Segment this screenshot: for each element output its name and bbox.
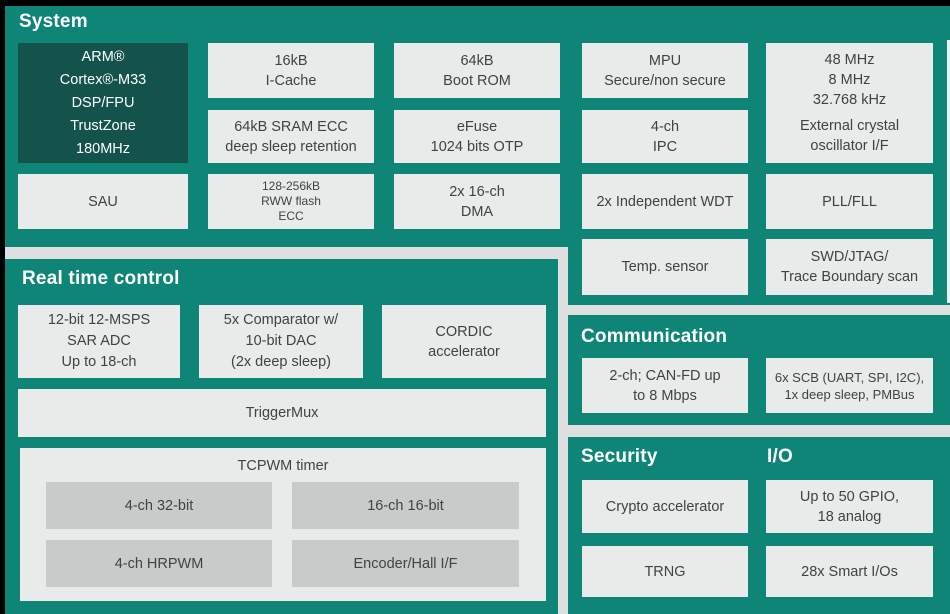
label-line: TriggerMux <box>245 405 319 421</box>
block-boot-rom: 64kB Boot ROM <box>394 43 560 98</box>
block-crypto-accelerator: Crypto accelerator <box>582 480 748 533</box>
tcpwm-title: TCPWM timer <box>237 458 329 474</box>
label-line: 180MHz <box>76 140 130 157</box>
label-line: 6x SCB (UART, SPI, I2C), <box>774 369 925 385</box>
label-line: External crystal <box>799 118 900 134</box>
label-line: 8 MHz <box>828 72 871 88</box>
label-line: TRNG <box>644 563 686 580</box>
label-line: ARM® <box>81 48 125 65</box>
label-line: 48 MHz <box>824 52 875 68</box>
block-ipc: 4-ch IPC <box>582 110 748 163</box>
label-line: Secure/non secure <box>604 72 726 89</box>
block-tcpwm-hrpwm: 4-ch HRPWM <box>46 540 272 587</box>
label-line: 4-ch HRPWM <box>114 555 204 572</box>
label-line: 64kB <box>460 52 494 69</box>
label-line: DMA <box>460 203 494 220</box>
block-sram: 64kB SRAM ECC deep sleep retention <box>208 110 374 163</box>
block-dma: 2x 16-ch DMA <box>394 174 560 229</box>
label-line: oscillator I/F <box>810 138 889 154</box>
section-title-system: System <box>19 11 88 32</box>
frame-top <box>0 0 950 6</box>
block-tcpwm-4ch-32bit: 4-ch 32-bit <box>46 482 272 529</box>
label-line: 1024 bits OTP <box>430 138 524 155</box>
frame-left <box>0 0 5 614</box>
block-cordic: CORDIC accelerator <box>382 305 546 378</box>
label-line: 32.768 kHz <box>812 92 887 108</box>
label-line: 64kB SRAM ECC <box>234 118 348 135</box>
block-mpu: MPU Secure/non secure <box>582 43 748 98</box>
block-pll-fll: PLL/FLL <box>766 174 933 229</box>
label-line: Trace Boundary scan <box>780 269 919 285</box>
label-line: 16-ch 16-bit <box>367 497 444 514</box>
label-line: I-Cache <box>265 72 317 89</box>
block-can-fd: 2-ch; CAN-FD up to 8 Mbps <box>582 358 748 413</box>
label-line: (2x deep sleep) <box>231 354 331 370</box>
block-arm-cortex-m33: ARM® Cortex®-M33 DSP/FPU TrustZone 180MH… <box>18 43 188 163</box>
label-line: 4-ch 32-bit <box>124 497 194 514</box>
label-line: 4-ch <box>650 118 680 135</box>
label-line: accelerator <box>428 343 500 360</box>
label-line: eFuse <box>456 118 498 135</box>
label-line: ECC <box>278 209 304 223</box>
label-line: IPC <box>652 138 678 155</box>
label-line: 2-ch; CAN-FD up <box>609 367 721 384</box>
block-watchdog: 2x Independent WDT <box>582 174 748 229</box>
label-line: Cortex®-M33 <box>59 71 147 88</box>
block-rww-flash: 128-256kB RWW flash ECC <box>208 174 374 229</box>
block-temp-sensor: Temp. sensor <box>582 239 748 295</box>
label-line: Up to 50 GPIO, <box>799 488 900 505</box>
section-title-communication: Communication <box>581 326 728 347</box>
label-line: Up to 18-ch <box>61 354 137 370</box>
label-line: TrustZone <box>70 117 136 134</box>
label-line: SAU <box>88 193 118 210</box>
block-sau: SAU <box>18 174 188 229</box>
label-line: SAR ADC <box>67 333 131 349</box>
clock-label: External crystal oscillator I/F <box>800 116 899 156</box>
label-line: deep sleep retention <box>225 138 357 155</box>
container-tcpwm-timer: TCPWM timer 4-ch 32-bit 16-ch 16-bit 4-c… <box>20 448 546 601</box>
block-sar-adc: 12-bit 12-MSPS SAR ADC Up to 18-ch <box>18 305 180 378</box>
label-line: MPU <box>648 52 682 69</box>
block-tcpwm-encoder-hall: Encoder/Hall I/F <box>292 540 519 587</box>
label-line: 10-bit DAC <box>245 333 317 349</box>
label-line: 5x Comparator w/ <box>223 312 339 328</box>
block-i-cache: 16kB I-Cache <box>208 43 374 98</box>
label-line: 12-bit 12-MSPS <box>47 312 151 328</box>
label-line: to 8 Mbps <box>633 387 697 404</box>
label-line: Crypto accelerator <box>605 498 725 515</box>
page-edge-highlight <box>947 40 950 303</box>
label-line: RWW flash <box>261 194 321 208</box>
label-line: 28x Smart I/Os <box>801 563 898 580</box>
label-line: 16kB <box>274 52 308 69</box>
label-line: 2x 16-ch <box>449 183 505 200</box>
label-line: 1x deep sleep, PMBus <box>784 386 915 402</box>
section-title-security: Security <box>581 446 658 467</box>
label-line: PLL/FLL <box>822 193 877 210</box>
label-line: Temp. sensor <box>621 259 709 275</box>
label-line: SWD/JTAG/ <box>810 249 889 265</box>
block-scb: 6x SCB (UART, SPI, I2C), 1x deep sleep, … <box>766 358 933 413</box>
label-line: DSP/FPU <box>71 94 135 111</box>
block-crystal-oscillator: 48 MHz 8 MHz 32.768 kHz External crystal… <box>766 43 933 163</box>
section-title-real-time-control: Real time control <box>22 268 180 289</box>
section-title-io: I/O <box>767 446 793 467</box>
label-line: 128-256kB <box>261 179 321 193</box>
label-line: 2x Independent WDT <box>596 193 734 210</box>
block-swd-jtag: SWD/JTAG/ Trace Boundary scan <box>766 239 933 295</box>
label-line: 18 analog <box>817 508 882 525</box>
clock-frequencies: 48 MHz 8 MHz 32.768 kHz <box>813 50 886 110</box>
block-efuse: eFuse 1024 bits OTP <box>394 110 560 163</box>
label-line: Boot ROM <box>443 72 511 89</box>
block-triggermux: TriggerMux <box>18 389 546 437</box>
label-line: CORDIC <box>435 323 493 340</box>
block-comparator-dac: 5x Comparator w/ 10-bit DAC (2x deep sle… <box>199 305 363 378</box>
block-tcpwm-16ch-16bit: 16-ch 16-bit <box>292 482 519 529</box>
block-trng: TRNG <box>582 546 748 597</box>
block-gpio: Up to 50 GPIO, 18 analog <box>766 480 933 533</box>
label-line: Encoder/Hall I/F <box>353 555 458 572</box>
block-smart-io: 28x Smart I/Os <box>766 546 933 597</box>
